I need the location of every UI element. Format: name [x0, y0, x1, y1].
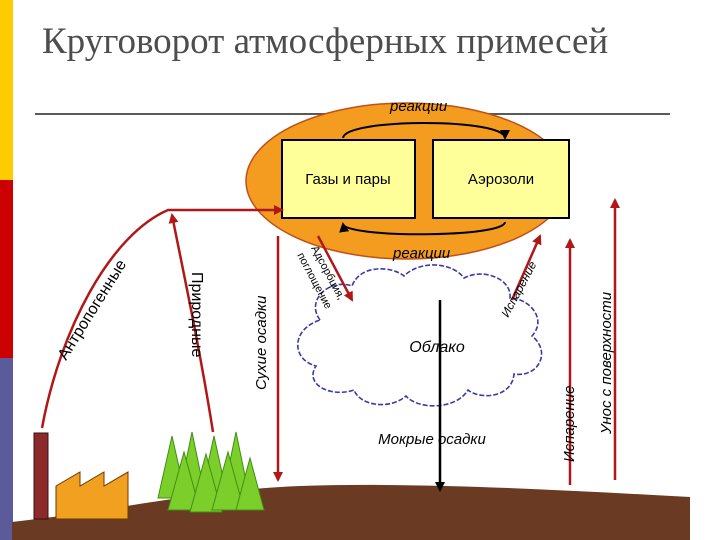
accent-bar-red — [0, 180, 13, 358]
cloud — [296, 264, 543, 407]
anthropogenic-label: Антропогенные — [55, 257, 130, 363]
accent-bar-yellow — [0, 0, 13, 180]
dry-deposition-label: Сухие осадки — [253, 295, 270, 390]
surface-removal-label: Унос с поверхности — [598, 291, 615, 435]
natural-arrow — [168, 213, 215, 433]
gases-label: Газы и пары — [305, 171, 390, 188]
cloud-evaporation-arrow — [510, 234, 542, 301]
reactions-top-label: реакции — [389, 98, 448, 115]
reactions-arrow-bottom — [339, 221, 506, 236]
slide-title: Круговорот атмосферных примесей — [42, 21, 609, 62]
reactions-arrow-top — [342, 122, 510, 140]
natural-label: Природные — [188, 272, 205, 357]
factory-icon — [33, 432, 129, 520]
cloud-label: Облако — [409, 339, 465, 356]
aerosols-label: Аэрозоли — [468, 171, 534, 188]
wet-deposition-label: Мокрые осадки — [378, 431, 486, 448]
anthropogenic-arrow — [40, 205, 284, 429]
trees-icon — [157, 431, 265, 513]
accent-bar-blue — [0, 358, 13, 540]
adsorption-arrow — [316, 235, 354, 302]
evaporation-label: Испарение — [561, 386, 578, 462]
aerosols-box — [432, 139, 570, 219]
reactions-mid-label: реакции — [392, 245, 451, 262]
gases-box — [281, 139, 416, 219]
